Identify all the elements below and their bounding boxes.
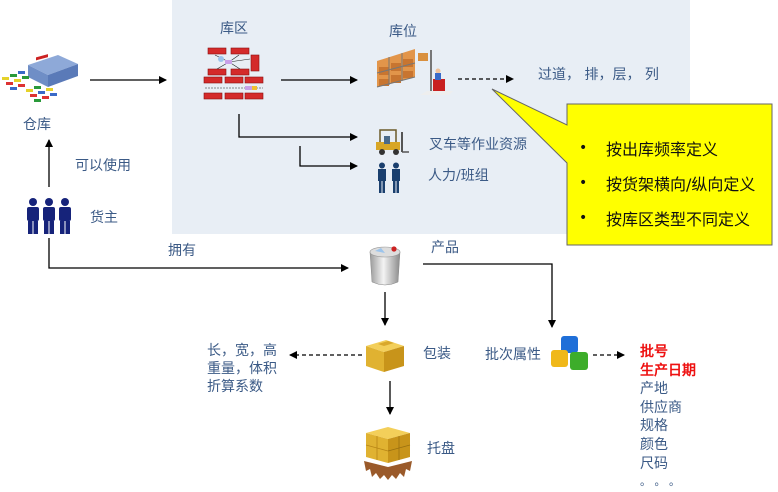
batch-attribute-item: 尺码 <box>640 455 668 472</box>
location-detail-label: 过道， 排，层， 列 <box>538 67 659 83</box>
location-label: 库位 <box>389 24 417 40</box>
zone-layout-icon <box>203 47 264 100</box>
cubes-icon <box>551 336 588 370</box>
batch-attribute-item: 颜色 <box>640 436 668 453</box>
batch-attribute-list: 批号 生产日期 产地 供应商 规格 颜色 尺码 。 。 。 <box>640 343 696 492</box>
pallet-icon <box>364 427 412 480</box>
zone-label: 库区 <box>220 21 248 37</box>
callout-item: • 按货架横向/纵向定义 <box>575 165 770 200</box>
bullet-icon: • <box>579 209 588 226</box>
bullet-icon: • <box>579 139 588 156</box>
warehouse-icon <box>2 54 78 102</box>
forklift-resource-label: 叉车等作业资源 <box>429 137 527 153</box>
callout-box <box>491 88 773 246</box>
usage-edge-label: 可以使用 <box>75 158 131 174</box>
dimension-item: 重量，体积 <box>207 361 277 377</box>
package-label: 包装 <box>423 346 451 362</box>
owns-edge-label: 拥有 <box>168 243 196 259</box>
workers-icon <box>378 162 400 193</box>
arrow-product-to-batch <box>423 263 556 328</box>
batch-attribute-item: 供应商 <box>640 399 682 416</box>
people-group-icon <box>27 198 71 234</box>
batch-attribute-label: 批次属性 <box>485 347 541 363</box>
owner-label: 货主 <box>90 210 118 226</box>
batch-attribute-item: 生产日期 <box>640 362 696 379</box>
callout-item-text: 按货架横向/纵向定义 <box>606 174 756 194</box>
product-label: 产品 <box>431 240 459 256</box>
shelving-forklift-icon <box>376 49 453 95</box>
dimension-item: 长，宽，高 <box>207 343 277 359</box>
product-can-icon <box>369 246 401 286</box>
callout-item-text: 按库区类型不同定义 <box>606 209 751 229</box>
batch-attribute-item: 。 。 。 <box>640 475 680 489</box>
bullet-icon: • <box>579 174 588 191</box>
arrow-zone-to-labor <box>299 146 358 170</box>
dimension-item: 折算系数 <box>207 379 263 395</box>
arrow-zone-to-forklift <box>238 114 358 141</box>
box-icon <box>366 340 404 372</box>
labor-label: 人力/班组 <box>428 168 489 184</box>
package-dimensions-list: 长，宽，高 重量，体积 折算系数 <box>207 342 277 396</box>
forklift-icon <box>376 129 409 155</box>
callout-item: • 按库区类型不同定义 <box>575 200 770 235</box>
batch-attribute-item: 规格 <box>640 418 668 435</box>
batch-attribute-item: 产地 <box>640 381 668 398</box>
pallet-label: 托盘 <box>427 441 455 457</box>
arrow-owner-to-product <box>48 238 349 272</box>
batch-attribute-item: 批号 <box>640 344 668 360</box>
callout-item: • 按出库频率定义 <box>575 130 770 165</box>
warehouse-label: 仓库 <box>23 117 51 133</box>
callout-content: • 按出库频率定义 • 按货架横向/纵向定义 • 按库区类型不同定义 <box>575 130 770 235</box>
callout-item-text: 按出库频率定义 <box>606 139 719 159</box>
